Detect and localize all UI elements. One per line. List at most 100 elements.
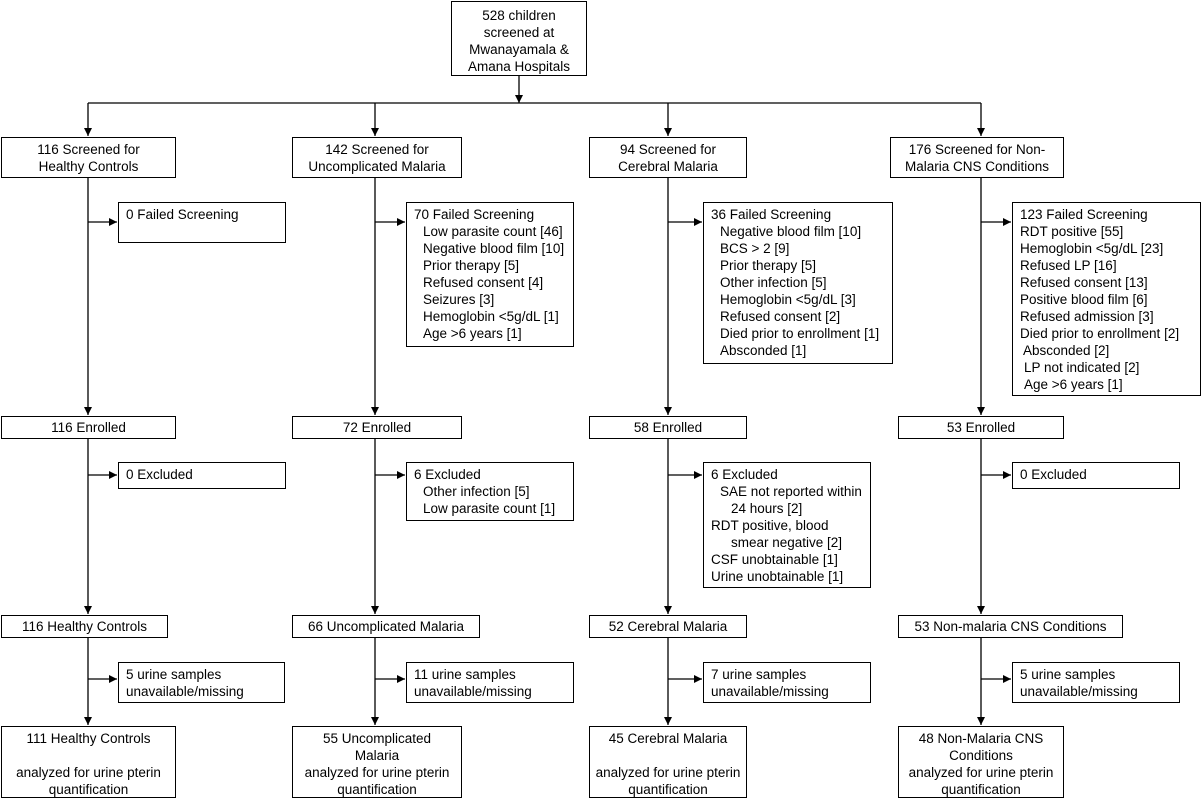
failed-reason: Hemoglobin <5g/dL [1] [423,309,559,324]
failed-reason: Refused consent [4] [423,275,544,290]
enrolled-label: 58 Enrolled [633,420,703,435]
failed-box-cerebral-malaria: 36 Failed Screening Negative blood film … [703,202,893,364]
missing-box-cerebral-malaria: 7 urine samples unavailable/missing [703,662,871,703]
failed-reason: Age >6 years [1] [1024,377,1123,392]
group-box-non-malaria-cns: 53 Non-malaria CNS Conditions [898,615,1123,638]
excluded-box-uncomplicated-malaria: 6 Excluded Other infection [5] Low paras… [406,462,574,521]
group-label: 66 Uncomplicated Malaria [307,619,465,634]
analyzed-line: Malaria [354,748,400,763]
failed-reason: BCS > 2 [9] [720,241,790,256]
missing-line: 11 urine samples [414,667,516,682]
failed-reason: Low parasite count [46] [423,224,563,239]
screened-line: 142 Screened for [325,142,429,157]
screened-line: Healthy Controls [38,159,139,174]
group-box-healthy-controls: 116 Healthy Controls [1,615,168,638]
root-line: 528 children [482,8,556,23]
screened-line: 116 Screened for [37,142,140,157]
failed-reason: Absconded [1] [720,343,807,358]
missing-line: unavailable/missing [414,684,532,699]
analyzed-line: quantification [628,782,708,797]
missing-box-uncomplicated-malaria: 11 urine samples unavailable/missing [406,662,574,703]
excluded-box-healthy-controls: 0 Excluded [118,462,286,489]
analyzed-box-healthy-controls: 111 Healthy Controls analyzed for urine … [1,726,176,798]
screened-line: Cerebral Malaria [618,159,718,174]
missing-box-non-malaria-cns: 5 urine samples unavailable/missing [1012,662,1180,703]
failed-title: 123 Failed Screening [1020,207,1148,222]
excluded-box-non-malaria-cns: 0 Excluded [1012,462,1180,489]
screened-line: Uncomplicated Malaria [308,159,446,174]
analyzed-line: 55 Uncomplicated [322,731,432,746]
missing-line: 5 urine samples [126,667,222,682]
failed-reason: Absconded [2] [1023,343,1110,358]
group-label: 116 Healthy Controls [21,619,148,634]
excluded-reason: Urine unobtainable [1] [711,569,844,584]
failed-reason: Hemoglobin <5g/dL [23] [1020,241,1164,256]
failed-reason: RDT positive [55] [1020,224,1124,239]
group-box-cerebral-malaria: 52 Cerebral Malaria [589,615,747,638]
screened-box-non-malaria-cns: 176 Screened for Non- Malaria CNS Condit… [890,137,1064,178]
excluded-title: 6 Excluded [711,467,778,482]
missing-line: unavailable/missing [711,684,829,699]
failed-title: 0 Failed Screening [126,207,239,222]
excluded-reason: SAE not reported within [720,484,862,499]
enrolled-box-uncomplicated-malaria: 72 Enrolled [292,416,462,439]
failed-reason: Died prior to enrollment [1] [720,326,880,341]
analyzed-line: quantification [337,782,417,797]
screened-line: 94 Screened for [619,142,717,157]
failed-reason: Age >6 years [1] [423,326,522,341]
enrolled-label: 53 Enrolled [946,420,1016,435]
analyzed-line: analyzed for urine pterin [595,765,741,780]
enrolled-label: 72 Enrolled [342,420,412,435]
missing-line: 5 urine samples [1020,667,1116,682]
group-box-uncomplicated-malaria: 66 Uncomplicated Malaria [292,615,480,638]
root-box: 528 children screened at Mwanayamala & A… [451,1,587,76]
analyzed-line: 48 Non-Malaria CNS [918,731,1044,746]
excluded-title: 0 Excluded [1020,467,1087,482]
failed-box-healthy-controls: 0 Failed Screening [118,202,286,243]
failed-reason: LP not indicated [2] [1024,360,1140,375]
enrolled-box-non-malaria-cns: 53 Enrolled [898,416,1064,439]
excluded-box-cerebral-malaria: 6 Excluded SAE not reported within 24 ho… [703,462,871,588]
analyzed-line: quantification [941,782,1021,797]
failed-reason: Refused consent [2] [720,309,841,324]
enrolled-label: 116 Enrolled [51,420,126,435]
excluded-reason: 24 hours [2] [731,501,803,516]
screened-line: Malaria CNS Conditions [904,159,1050,174]
failed-reason: Negative blood film [10] [720,224,862,239]
group-label: 52 Cerebral Malaria [608,619,728,634]
screened-line: 176 Screened for Non- [908,142,1046,157]
failed-reason: Prior therapy [5] [423,258,520,273]
analyzed-spacer [590,747,746,764]
analyzed-spacer [2,747,175,764]
excluded-reason: Other infection [5] [423,484,530,499]
missing-line: unavailable/missing [1020,684,1138,699]
excluded-title: 6 Excluded [414,467,481,482]
failed-box-non-malaria-cns: 123 Failed Screening RDT positive [55] H… [1012,202,1201,396]
failed-box-uncomplicated-malaria: 70 Failed Screening Low parasite count [… [406,202,574,347]
analyzed-box-cerebral-malaria: 45 Cerebral Malaria analyzed for urine p… [589,726,747,798]
excluded-reason: RDT positive, blood [711,518,829,533]
excluded-reason: CSF unobtainable [1] [711,552,838,567]
group-label: 53 Non-malaria CNS Conditions [914,619,1107,634]
analyzed-line: 111 Healthy Controls [26,731,151,746]
failed-title: 36 Failed Screening [711,207,832,222]
analyzed-line: analyzed for urine pterin [304,765,450,780]
screened-box-healthy-controls: 116 Screened for Healthy Controls [1,137,176,178]
missing-box-healthy-controls: 5 urine samples unavailable/missing [118,662,285,703]
root-line: screened at [483,25,555,40]
enrolled-box-cerebral-malaria: 58 Enrolled [589,416,747,439]
failed-reason: Hemoglobin <5g/dL [3] [720,292,856,307]
analyzed-line: analyzed for urine pterin [908,765,1054,780]
excluded-title: 0 Excluded [126,467,193,482]
analyzed-line: quantification [48,782,129,797]
analyzed-box-non-malaria-cns: 48 Non-Malaria CNS Conditions analyzed f… [898,726,1064,798]
failed-title: 70 Failed Screening [414,207,535,222]
excluded-reason: smear negative [2] [731,535,843,550]
failed-reason: Prior therapy [5] [720,258,817,273]
failed-reason: Refused admission [3] [1020,309,1154,324]
analyzed-line: analyzed for urine pterin [16,765,161,780]
analyzed-line: 45 Cerebral Malaria [608,731,728,746]
enrolled-box-healthy-controls: 116 Enrolled [1,416,176,439]
